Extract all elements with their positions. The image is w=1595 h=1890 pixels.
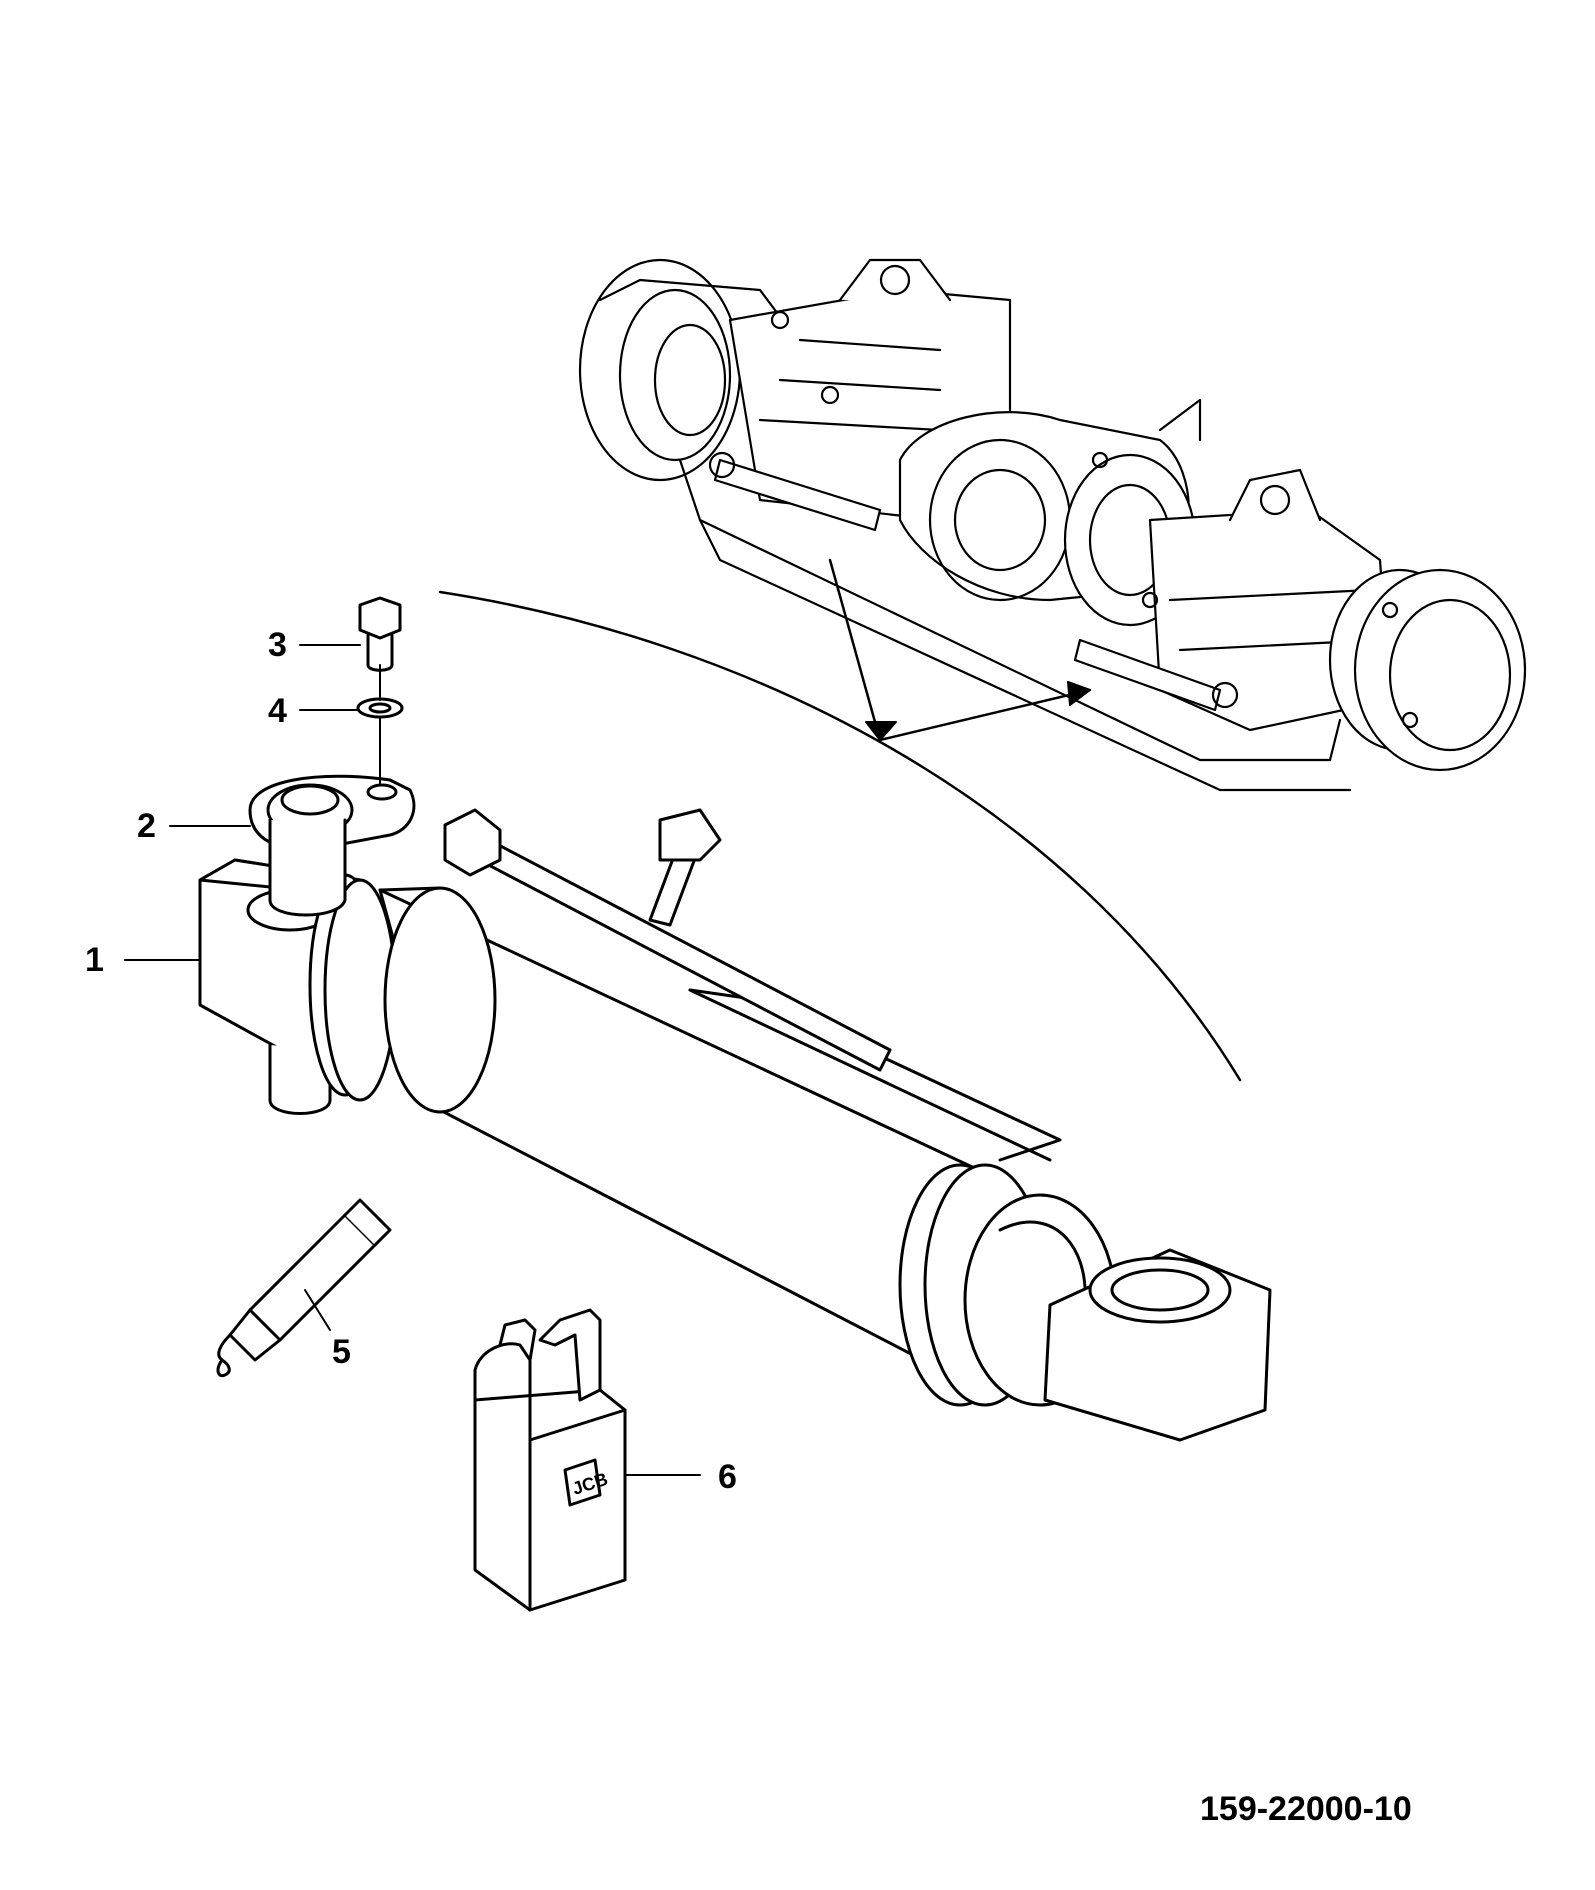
- leader-lines: [124, 644, 701, 1476]
- callout-5: 5: [332, 1333, 351, 1371]
- diagram-reference-number: 159-22000-10: [1200, 1790, 1412, 1828]
- callout-4: 4: [268, 692, 287, 730]
- detail-boundary-arc: [438, 590, 1242, 1082]
- callout-3: 3: [268, 626, 287, 664]
- washer: [356, 697, 404, 719]
- callout-6: 6: [718, 1458, 737, 1496]
- callout-2: 2: [137, 807, 156, 845]
- steering-cylinder: [198, 808, 1272, 1442]
- callout-1: 1: [85, 941, 104, 979]
- oil-container: [473, 1308, 627, 1612]
- pivot-pin-with-plate: [248, 774, 416, 917]
- bolt: [358, 596, 402, 672]
- sealant-tube: [216, 1198, 392, 1378]
- axle-assembly-overview: [578, 258, 1527, 792]
